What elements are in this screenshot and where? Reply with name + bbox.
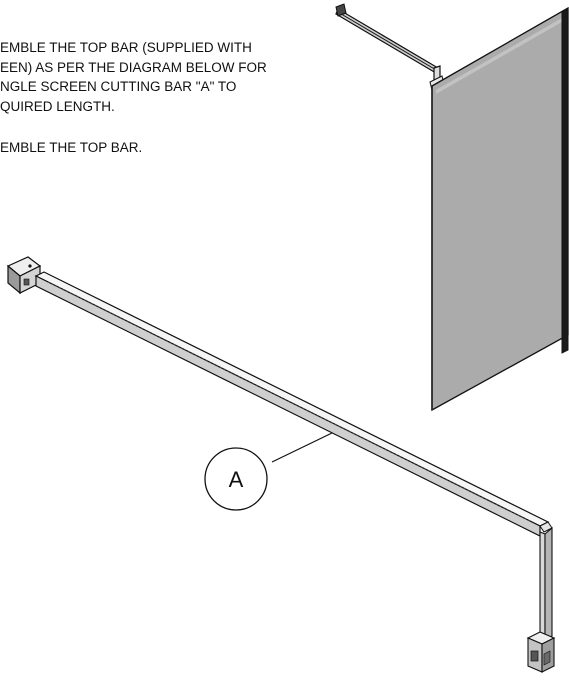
glass-panel	[431, 6, 569, 412]
top-bar-vertical-side	[544, 526, 553, 641]
glass-screen-assembly	[335, 3, 569, 412]
instruction-text: EMBLE THE TOP BAR (SUPPLIED WITH EEN) AS…	[0, 38, 340, 158]
instruction-line-5: EMBLE THE TOP BAR.	[0, 140, 143, 155]
callout-label: A	[229, 467, 244, 492]
instruction-line-2: EEN) AS PER THE DIAGRAM BELOW FOR	[0, 59, 267, 75]
callout-leader-line	[271, 432, 333, 463]
glass-panel-edge-profile	[561, 8, 569, 354]
top-bar-vertical-front	[539, 531, 546, 641]
screen-top-arm	[335, 3, 445, 91]
instruction-line-4: QUIRED LENGTH.	[0, 98, 115, 114]
instruction-line-3: NGLE SCREEN CUTTING BAR "A" TO	[0, 79, 237, 94]
left-wall-bracket	[6, 256, 42, 295]
callout-a: A	[204, 432, 333, 511]
top-bar-assembly	[6, 256, 556, 673]
instruction-line-1: EMBLE THE TOP BAR (SUPPLIED WITH	[0, 40, 252, 55]
bottom-bracket	[526, 631, 556, 673]
callout-circle	[204, 447, 268, 511]
